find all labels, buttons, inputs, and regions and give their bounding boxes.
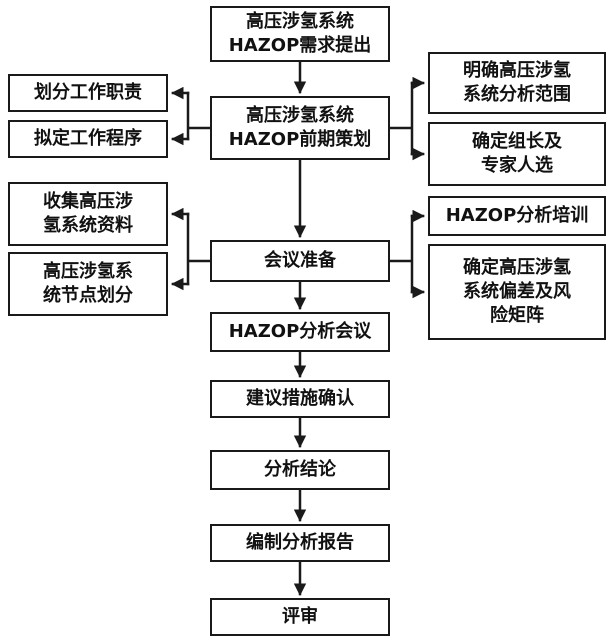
node-hazop-analysis-meeting: HAZOP分析会议 <box>210 312 390 352</box>
node-collect-system-data: 收集高压涉 氢系统资料 <box>8 182 168 246</box>
node-work-responsibilities: 划分工作职责 <box>8 74 168 112</box>
node-system-node-division: 高压涉氢系 统节点划分 <box>8 252 168 316</box>
node-review: 评审 <box>210 598 390 636</box>
connector-prep-left <box>186 212 212 286</box>
node-leader-experts: 确定组长及 专家人选 <box>428 122 606 186</box>
connector-prep-right <box>388 214 414 294</box>
node-analysis-report: 编制分析报告 <box>210 524 390 562</box>
node-hazop-preplanning: 高压涉氢系统 HAZOP前期策划 <box>210 96 390 160</box>
node-work-procedures: 拟定工作程序 <box>8 120 168 158</box>
node-hazop-training: HAZOP分析培训 <box>428 196 606 236</box>
node-analysis-scope: 明确高压涉氢 系统分析范围 <box>428 52 606 114</box>
node-analysis-conclusion: 分析结论 <box>210 450 390 490</box>
node-meeting-preparation: 会议准备 <box>210 240 390 282</box>
node-hazop-requirement: 高压涉氢系统 HAZOP需求提出 <box>210 6 390 62</box>
connector-plan-left <box>186 91 212 141</box>
node-deviation-risk-matrix: 确定高压涉氢 系统偏差及风 险矩阵 <box>428 244 606 340</box>
connector-plan-right <box>388 81 414 156</box>
node-measures-confirmation: 建议措施确认 <box>210 380 390 418</box>
